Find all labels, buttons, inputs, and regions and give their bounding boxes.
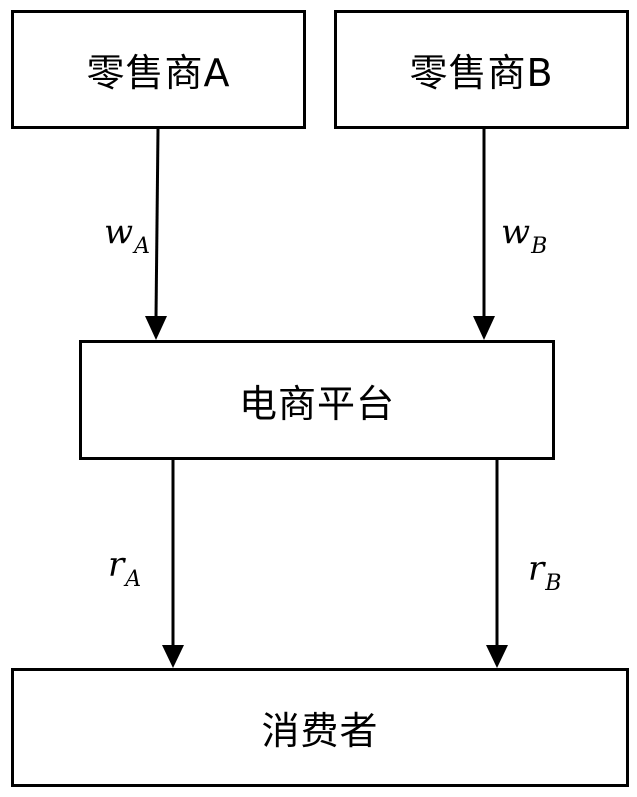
wa-sub: A — [134, 234, 150, 259]
ra-sub: A — [125, 567, 142, 592]
wb-base: w — [501, 212, 531, 252]
platform-node: 电商平台 — [79, 340, 555, 460]
platform-label: 电商平台 — [238, 381, 395, 426]
wb-sub: B — [531, 234, 548, 259]
retailer-b-label: 零售商B — [409, 51, 554, 95]
retailer-a-label: 零售商A — [86, 51, 231, 95]
ra-label: rA — [108, 545, 141, 591]
wa-label: wA — [104, 212, 150, 258]
rb-label: rB — [528, 549, 561, 595]
retailer-b-node: 零售商B — [334, 10, 629, 129]
wb-label: wB — [501, 212, 547, 258]
arrow-rb — [486, 460, 508, 668]
consumer-node: 消费者 — [11, 668, 629, 787]
retailer-a-node: 零售商A — [11, 10, 306, 129]
arrow-wa — [145, 128, 167, 340]
rb-base: r — [528, 549, 545, 589]
rb-sub: B — [545, 571, 562, 596]
ra-base: r — [108, 545, 125, 585]
arrow-ra — [162, 460, 184, 668]
consumer-label: 消费者 — [261, 709, 379, 753]
wa-base: w — [104, 212, 134, 252]
arrow-wb — [473, 129, 495, 340]
